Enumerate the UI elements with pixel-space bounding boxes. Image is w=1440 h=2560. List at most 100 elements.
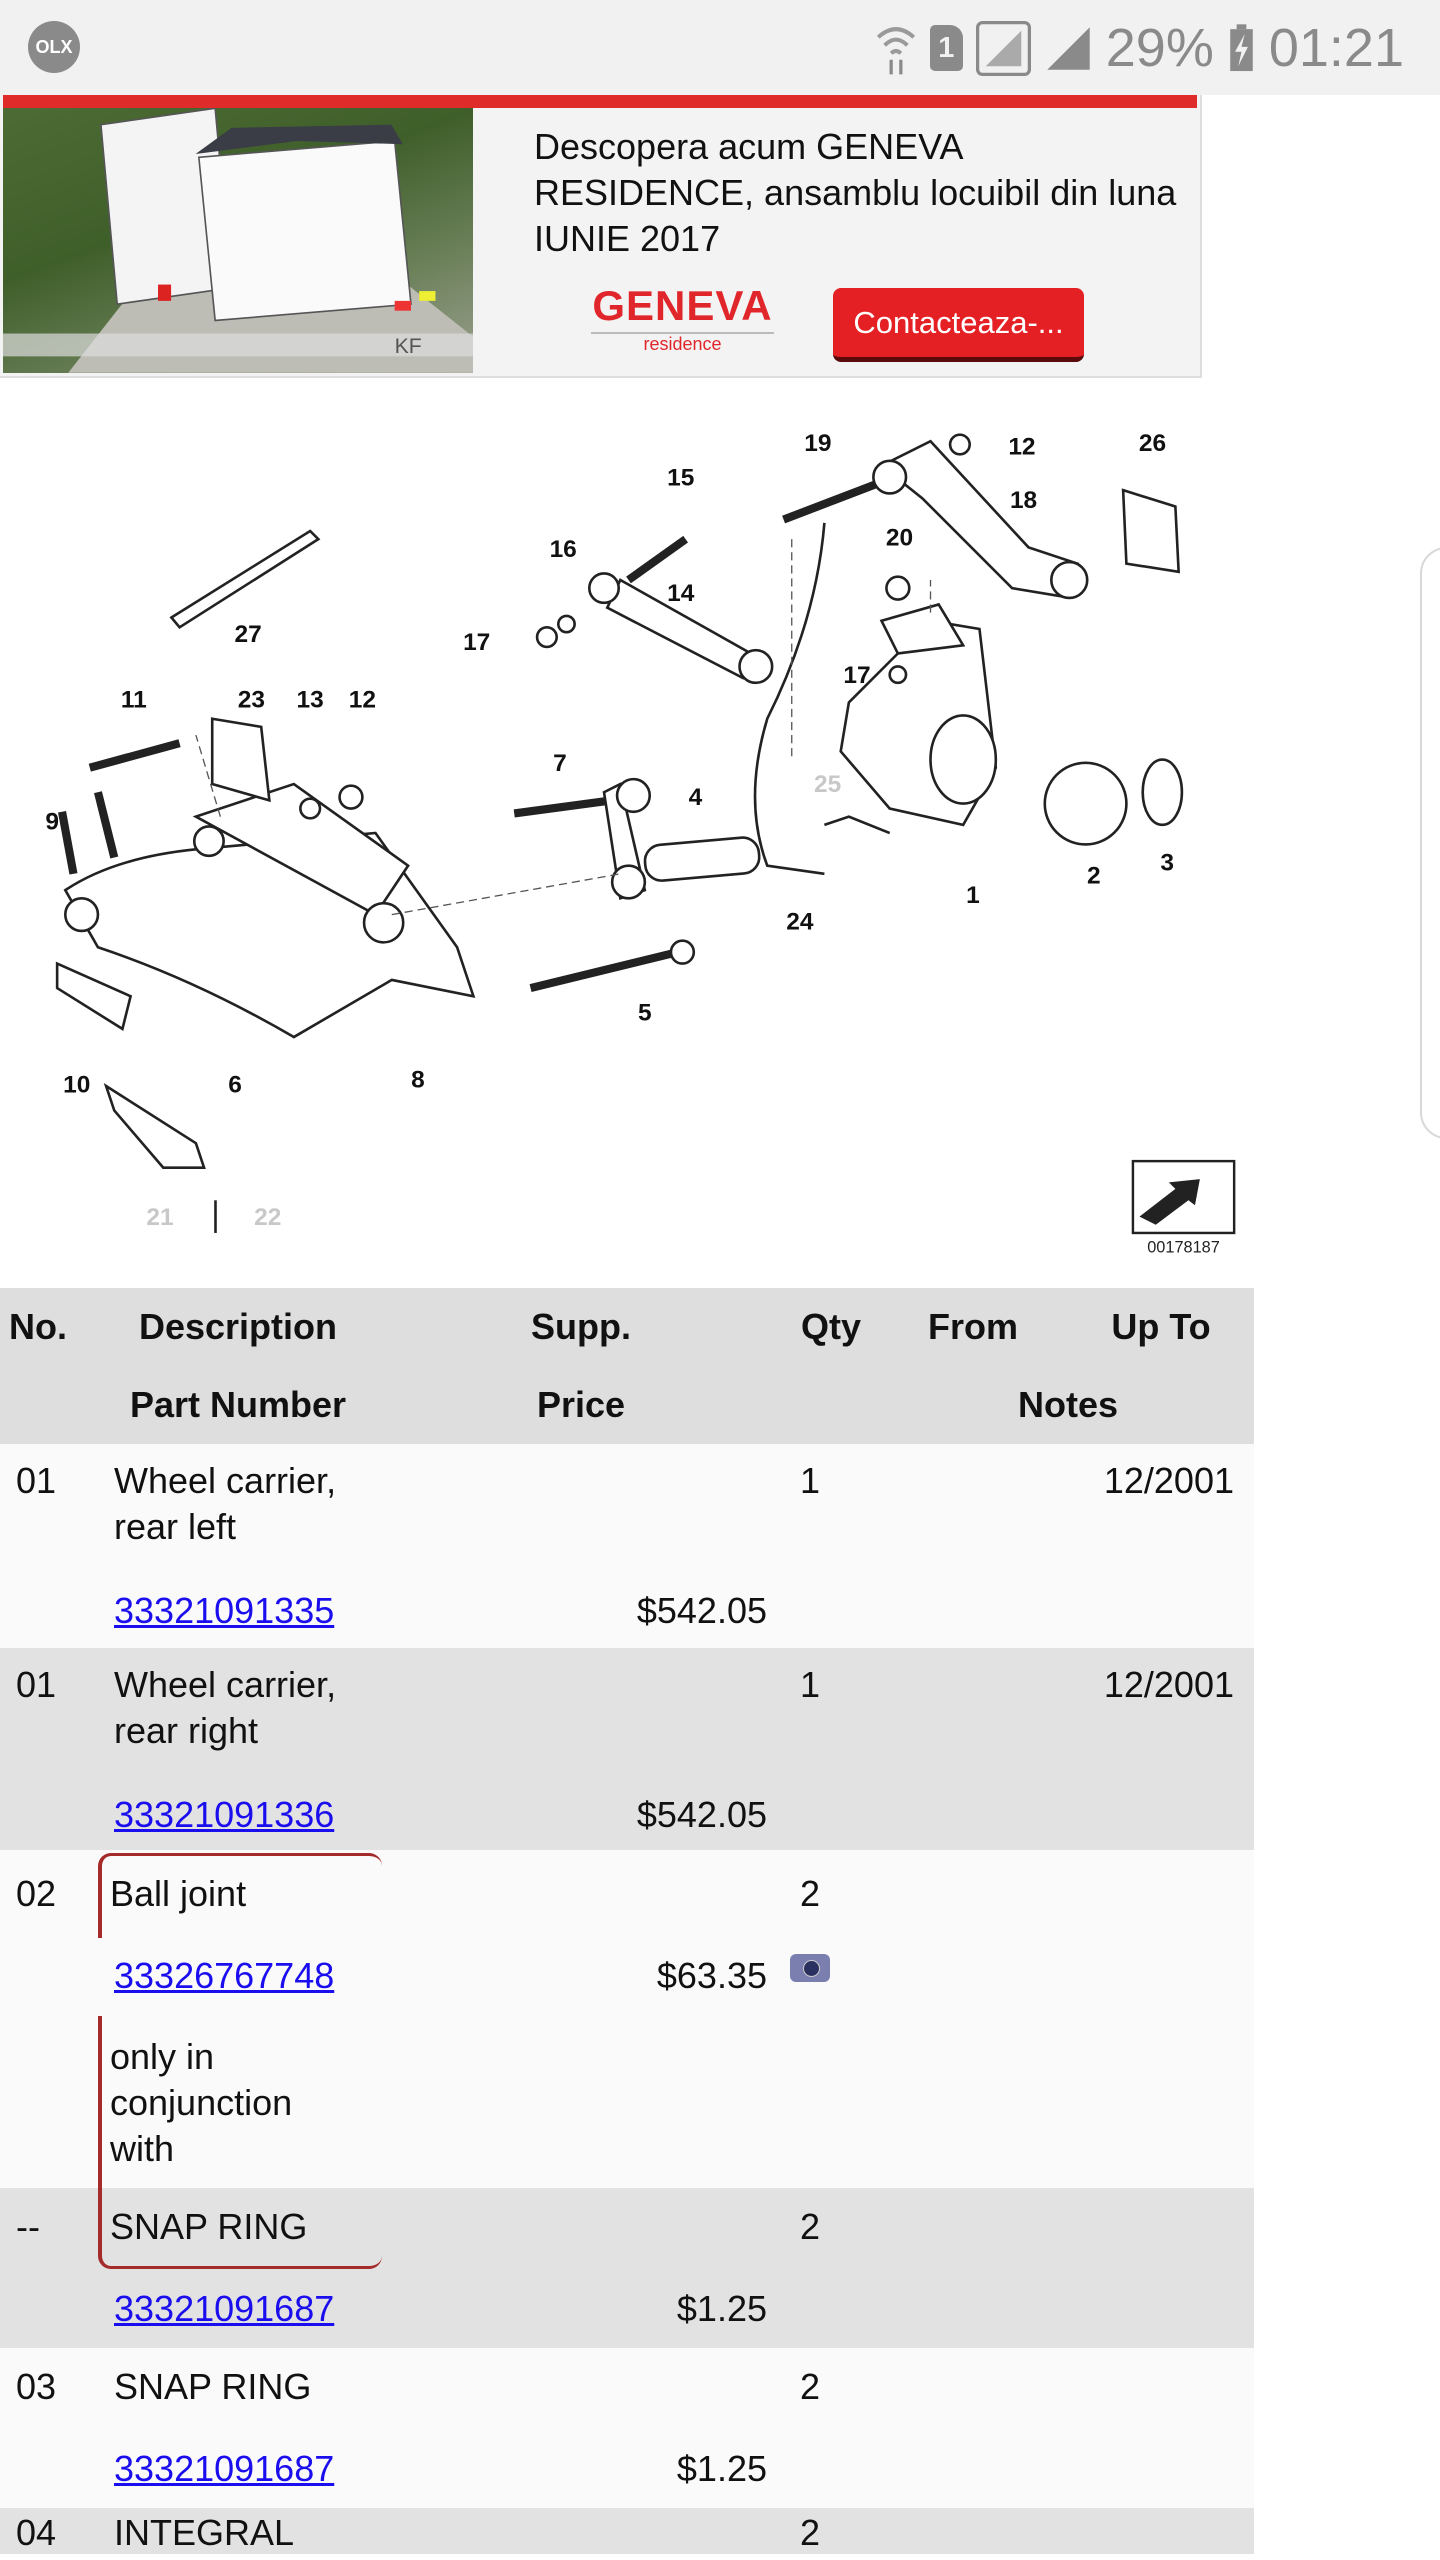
callout-label: 7 <box>553 750 567 777</box>
col-no: No. <box>9 1306 67 1347</box>
item-price: $1.25 <box>676 2288 767 2329</box>
ad-headline[interactable]: Descopera acum GENEVA RESIDENCE, ansambl… <box>534 126 1177 259</box>
note-bracket <box>98 2016 102 2188</box>
callout-label: 3 <box>1160 850 1174 877</box>
item-qty: 2 <box>800 1873 821 1914</box>
callout-label: 2 <box>1087 863 1101 890</box>
callout-label: 10 <box>63 1072 90 1099</box>
callout-label: 17 <box>843 662 870 689</box>
callout-label: 12 <box>349 686 376 713</box>
table-row: 04 INTEGRAL 2 <box>0 2508 1254 2554</box>
geneva-logo: GENEVA residence <box>591 283 774 354</box>
callout-label: 8 <box>411 1067 425 1094</box>
item-description: SNAP RING <box>114 2366 312 2407</box>
callout-label: 17 <box>463 629 490 656</box>
callout-label: 5 <box>638 1000 652 1027</box>
item-qty: 2 <box>800 2206 821 2247</box>
callout-label: 9 <box>45 809 59 836</box>
col-qty: Qty <box>800 1306 862 1347</box>
item-no: 01 <box>16 1664 57 1705</box>
battery-percent: 29% <box>1105 18 1214 78</box>
callout-label: 12 <box>1008 433 1035 460</box>
callout-label: 11 <box>121 686 147 713</box>
sim-icon: 1 <box>929 25 963 71</box>
olx-app-icon: OLX <box>28 21 80 73</box>
part-number-link[interactable]: 33321091335 <box>114 1590 335 1631</box>
note-bracket <box>98 2188 382 2269</box>
item-description: Wheel carrier, rear right <box>114 1664 337 1751</box>
table-row: -- SNAP RING 2 33321091687 $1.25 <box>0 2188 1254 2348</box>
callout-label: 26 <box>1139 430 1166 457</box>
callout-label: 22 <box>254 1204 281 1231</box>
callout-label: 27 <box>235 621 262 648</box>
battery-charging-icon <box>1230 23 1253 71</box>
ad-watermark: KF <box>395 335 422 358</box>
item-price: $1.25 <box>676 2448 767 2489</box>
col-upto: Up To <box>1111 1306 1211 1347</box>
callout-label: 6 <box>228 1072 242 1099</box>
callout-label: 1 <box>966 882 980 909</box>
callout-label: 4 <box>689 784 703 811</box>
callout-label: 24 <box>786 908 814 935</box>
item-no: -- <box>16 2206 40 2247</box>
edge-panel-handle[interactable] <box>1420 547 1440 1139</box>
item-description: Ball joint <box>110 1873 247 1914</box>
part-number-link[interactable]: 33326767748 <box>114 1955 335 1996</box>
signal-sim1-icon <box>975 20 1031 76</box>
item-price: $542.05 <box>636 1590 767 1631</box>
col-part-number: Part Number <box>129 1384 347 1425</box>
callout-label: 16 <box>550 536 577 563</box>
col-price: Price <box>536 1384 626 1425</box>
parts-table: No. Description Supp. Qty From Up To Par… <box>0 1288 1254 2554</box>
part-number-link[interactable]: 33321091687 <box>114 2448 335 2489</box>
ad-accent-bar <box>3 95 1197 108</box>
callout-label: 14 <box>667 580 695 607</box>
item-qty: 1 <box>800 1664 821 1705</box>
diagram-leader-lines <box>195 539 932 916</box>
item-no: 02 <box>16 1873 57 1914</box>
status-bar: OLX 1 29% 01:21 <box>0 0 1440 95</box>
item-no: 04 <box>16 2512 57 2553</box>
diagram-number: 00178187 <box>1147 1239 1220 1257</box>
item-description: INTEGRAL <box>114 2512 295 2553</box>
callout-label: 23 <box>238 686 265 713</box>
callout-label: 13 <box>297 686 324 713</box>
callout-label: 25 <box>814 771 841 798</box>
callout-label: 15 <box>667 464 694 491</box>
callout-label: 19 <box>804 430 831 457</box>
part-number-link[interactable]: 33321091336 <box>114 1794 335 1835</box>
part-number-link[interactable]: 33321091687 <box>114 2288 335 2329</box>
clock: 01:21 <box>1268 18 1404 78</box>
brand-name: GENEVA <box>592 282 773 329</box>
ad-building-image[interactable]: KF <box>3 108 473 373</box>
col-supp: Supp. <box>531 1306 631 1347</box>
item-qty: 2 <box>800 2366 821 2407</box>
signal-icon <box>1047 26 1090 70</box>
item-qty: 1 <box>800 1460 821 1501</box>
item-note: only in conjunction with <box>110 2036 293 2169</box>
diagram-parts <box>55 433 1184 1233</box>
item-upto: 12/2001 <box>1103 1664 1234 1705</box>
callout-label: 21 <box>146 1204 173 1231</box>
col-description: Description <box>138 1306 338 1347</box>
item-qty: 2 <box>800 2512 821 2553</box>
camera-icon[interactable] <box>790 1954 830 1982</box>
wifi-icon <box>876 26 915 74</box>
item-price: $542.05 <box>636 1794 767 1835</box>
item-description: SNAP RING <box>110 2206 308 2247</box>
brand-sub: residence <box>591 332 774 354</box>
header-row-2: Part Number Price Notes <box>0 1366 1254 1444</box>
table-row: 03 SNAP RING 2 33321091687 $1.25 <box>0 2348 1254 2508</box>
contact-button[interactable]: Contacteaza-... <box>833 288 1084 362</box>
callout-label: 20 <box>886 525 913 552</box>
item-no: 03 <box>16 2366 57 2407</box>
ad-banner[interactable]: KF Descopera acum GENEVA RESIDENCE, ansa… <box>0 95 1202 378</box>
item-description: Wheel carrier, rear left <box>114 1460 337 1547</box>
table-row: 01 Wheel carrier, rear right 1 12/2001 33321… <box>0 1648 1254 1850</box>
item-upto: 12/2001 <box>1103 1460 1234 1501</box>
col-from: From <box>928 1306 1018 1347</box>
